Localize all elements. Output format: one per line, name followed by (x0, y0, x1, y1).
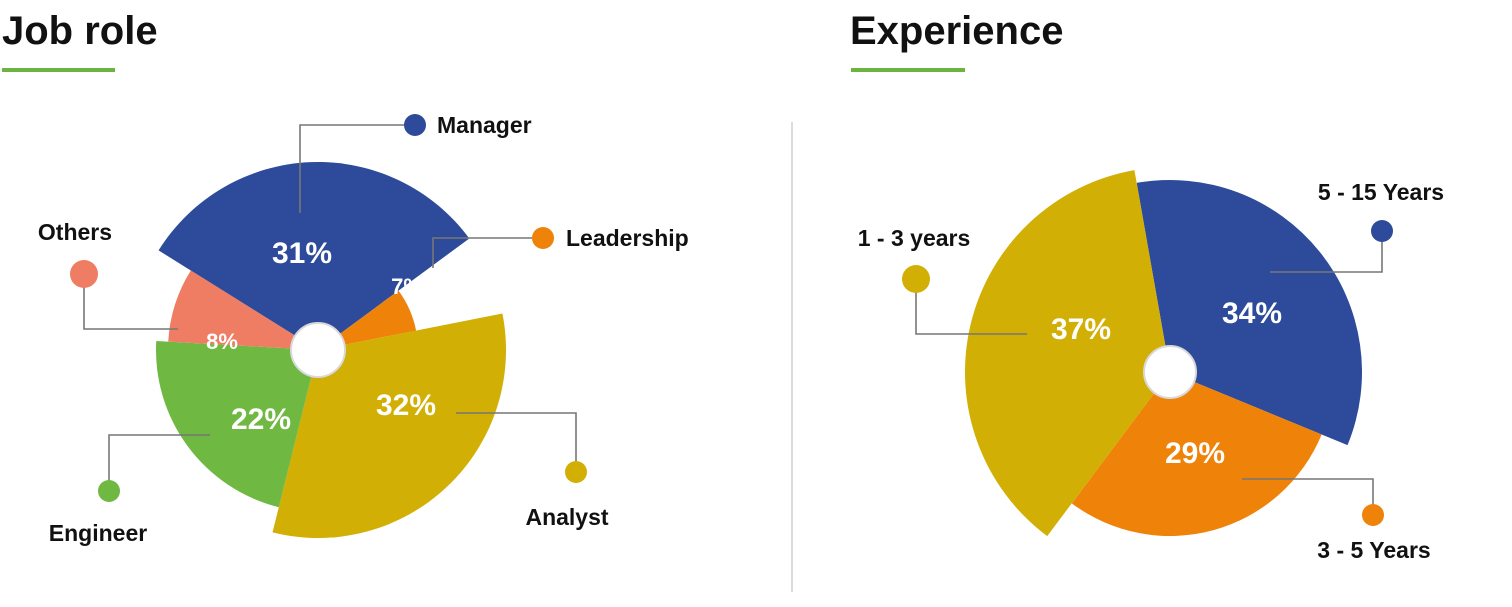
leader-manager (299, 124, 415, 213)
legend-label-manager: Manager (437, 112, 532, 138)
pie-experience: 34% 29% 37% 5 - 15 Years 3 - 5 Years 1 -… (858, 170, 1444, 563)
legend-label-analyst: Analyst (525, 504, 608, 530)
legend-label-leadership: Leadership (566, 225, 689, 251)
pie-center-hole (290, 322, 346, 378)
legend-label-engineer: Engineer (49, 520, 147, 546)
slice-engineer (155, 340, 318, 508)
legend-label-3-5-years: 3 - 5 Years (1317, 537, 1430, 563)
leader-1-3-years (915, 279, 1027, 335)
legend-label-others: Others (38, 219, 112, 245)
chart-title-job-role: Job role (2, 9, 158, 53)
data-label-manager: 31% (272, 237, 332, 270)
legend-marker-1-3-years (902, 265, 930, 293)
leader-leadership (432, 237, 543, 268)
leader-5-15-years (1270, 231, 1383, 273)
legend-marker-3-5-years (1362, 504, 1384, 526)
slice-leadership (318, 290, 417, 350)
data-label-1-3-years: 37% (1051, 313, 1111, 346)
data-label-analyst: 32% (376, 389, 436, 422)
data-label-engineer: 22% (231, 403, 291, 436)
slice-1-3-years (964, 170, 1170, 537)
legend-marker-leadership (532, 227, 554, 249)
legend-label-5-15-years: 5 - 15 Years (1318, 179, 1444, 205)
data-label-3-5-years: 29% (1165, 437, 1225, 470)
pie-job-role: 31% 7% 32% 22% 8% Manager Leadership Ana… (38, 112, 689, 546)
legend-marker-5-15-years (1371, 220, 1393, 242)
legend-marker-engineer (98, 480, 120, 502)
leader-3-5-years (1242, 478, 1374, 515)
chart-title-experience: Experience (850, 9, 1063, 53)
legend-label-1-3-years: 1 - 3 years (858, 225, 971, 251)
leader-others (83, 274, 178, 330)
data-label-leadership: 7% (391, 274, 423, 299)
leader-engineer (108, 434, 210, 491)
data-label-5-15-years: 34% (1222, 297, 1282, 330)
leader-analyst (456, 412, 577, 472)
legend-marker-analyst (565, 461, 587, 483)
slice-3-5-years (1071, 372, 1322, 537)
legend-marker-manager (404, 114, 426, 136)
data-label-others: 8% (206, 329, 238, 354)
pie-center-hole (1143, 345, 1197, 399)
slice-others (168, 270, 318, 350)
legend-marker-others (70, 260, 98, 288)
slice-manager (158, 162, 470, 350)
